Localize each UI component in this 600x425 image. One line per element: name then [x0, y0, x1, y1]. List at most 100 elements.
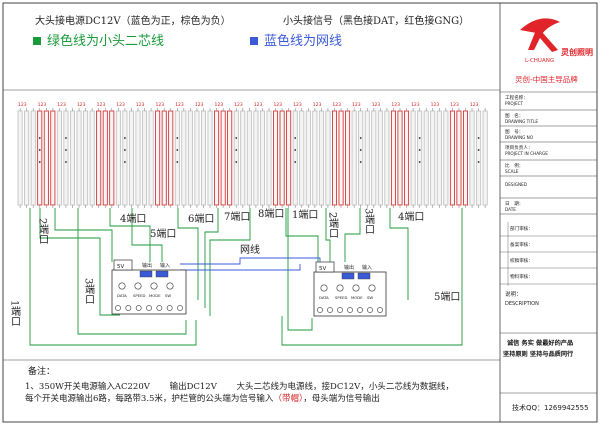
- led-tube: [292, 110, 298, 206]
- led-tube: [397, 110, 403, 206]
- green-wire: [389, 208, 409, 300]
- tube-dot: [38, 137, 41, 139]
- led-tube-array: 123 123 123 123 123 123 123 123 123 123 123 123 123 1…: [17, 102, 488, 208]
- led-tube: [50, 110, 56, 206]
- led-tube: [63, 110, 69, 206]
- tube-dot: [294, 161, 297, 163]
- tube-dot: [235, 161, 238, 163]
- tube-dot: [65, 149, 67, 151]
- led-tube: [259, 110, 265, 206]
- notes-line-2-b: ，母头端为信号输出: [303, 393, 380, 404]
- led-tube: [436, 110, 442, 206]
- green-legend-label: 绿色线为小头二芯线: [47, 33, 164, 49]
- title-row-cn: 图 名：: [505, 112, 523, 119]
- led-tube: [246, 110, 252, 206]
- tube-index-label: 123: [18, 102, 27, 108]
- port-label: 2端口: [327, 212, 339, 238]
- port-label: 1端口: [292, 208, 318, 221]
- tube-index-label: 123: [234, 102, 243, 108]
- notes-line-2: 每个开关电源输出6路，每路带3.5米，护栏管的公头端为信号输入（带帽），母头端为…: [25, 393, 380, 404]
- tube-index-label: 123: [57, 102, 66, 108]
- tube-dot: [124, 161, 126, 163]
- controller-terminal-label: SPEED: [335, 295, 347, 300]
- rj45-output-port: [139, 270, 153, 278]
- controller-button-icon: [320, 284, 328, 292]
- tube-index-label: 123: [116, 102, 125, 108]
- tube-index-label: 123: [156, 102, 165, 108]
- tube-dot: [477, 149, 480, 151]
- tube-dot: [176, 161, 179, 163]
- led-tube: [115, 110, 121, 206]
- led-tube: [476, 110, 482, 206]
- port-label: 3端口: [363, 208, 375, 234]
- green-wire: [131, 208, 163, 262]
- tube-index-label: 123: [195, 102, 204, 108]
- blue-legend-swatch: [250, 37, 258, 45]
- power-note: 大头接电源DC12V（蓝色为正，棕色为负）: [35, 14, 231, 27]
- company-logo: L-CHUANG 灵创照明 灵创-中国主导品牌: [515, 18, 593, 84]
- led-tube: [227, 110, 233, 206]
- logo-brand-en: L-CHUANG: [525, 58, 554, 64]
- led-tube: [76, 110, 82, 206]
- tube-dot: [418, 161, 421, 163]
- tube-index-label: 123: [450, 102, 459, 108]
- tube-index-label: 123: [411, 102, 420, 108]
- logo-figure-icon: [528, 30, 558, 52]
- terminal-screw-icon: [337, 307, 343, 313]
- port-label: 8端口: [258, 207, 284, 220]
- led-tube: [338, 110, 344, 206]
- tube-index-label: 123: [273, 102, 282, 108]
- tube-dot: [359, 149, 362, 151]
- tube-dot: [65, 137, 67, 139]
- title-row-cn: 项目负责人：: [505, 144, 533, 151]
- terminal-screw-icon: [177, 305, 183, 311]
- tube-dot: [235, 137, 238, 139]
- signoff-label: 备案审核：: [510, 241, 533, 248]
- tube-index-label: 123: [391, 102, 400, 108]
- rj45-output-port: [341, 272, 355, 280]
- terminal-screw-icon: [327, 307, 333, 313]
- network-cable: [180, 257, 321, 265]
- led-tube: [240, 110, 246, 206]
- led-tube: [423, 110, 429, 206]
- tube-index-label: 123: [175, 102, 184, 108]
- blue-legend-label: 蓝色线为网线: [264, 33, 342, 49]
- tube-index-label: 123: [332, 102, 341, 108]
- green-wire: [285, 208, 319, 262]
- network-cable: [180, 264, 301, 271]
- led-tube: [43, 110, 49, 206]
- terminal-screw-icon: [367, 307, 373, 313]
- green-legend-swatch: [33, 37, 41, 45]
- port-label: 7端口: [224, 210, 250, 223]
- led-tube: [286, 110, 292, 206]
- tech-qq: 技术QQ：1269942555: [512, 403, 589, 412]
- notes-title: 备注：: [28, 365, 55, 377]
- signal-note: 小头接信号（黑色接DAT，红色接GNG）: [283, 14, 469, 27]
- tube-dot: [38, 149, 41, 151]
- led-tube: [390, 110, 396, 206]
- led-tube: [331, 110, 337, 206]
- tube-dot: [294, 137, 297, 139]
- led-tube: [102, 110, 108, 206]
- tube-index-label: 123: [77, 102, 86, 108]
- tube-index-label: 123: [293, 102, 302, 108]
- led-tube: [312, 110, 318, 206]
- led-tube: [443, 110, 449, 206]
- controller-button-icon: [134, 282, 142, 290]
- led-tube: [371, 110, 377, 206]
- led-tube: [135, 110, 141, 206]
- voltage-box: [315, 261, 335, 273]
- motto-line-1: 诚信 务实 做最好的产品: [507, 339, 573, 347]
- green-wire: [287, 208, 313, 331]
- led-tube: [449, 110, 455, 206]
- led-tube: [377, 110, 383, 206]
- led-tube: [96, 110, 102, 206]
- tube-index-label: 123: [136, 102, 145, 108]
- port-label: 4端口: [120, 212, 146, 225]
- controller-button-icon: [368, 284, 376, 292]
- description-cn: 说明：: [505, 290, 522, 298]
- led-tube: [174, 110, 180, 206]
- led-tube: [181, 110, 187, 206]
